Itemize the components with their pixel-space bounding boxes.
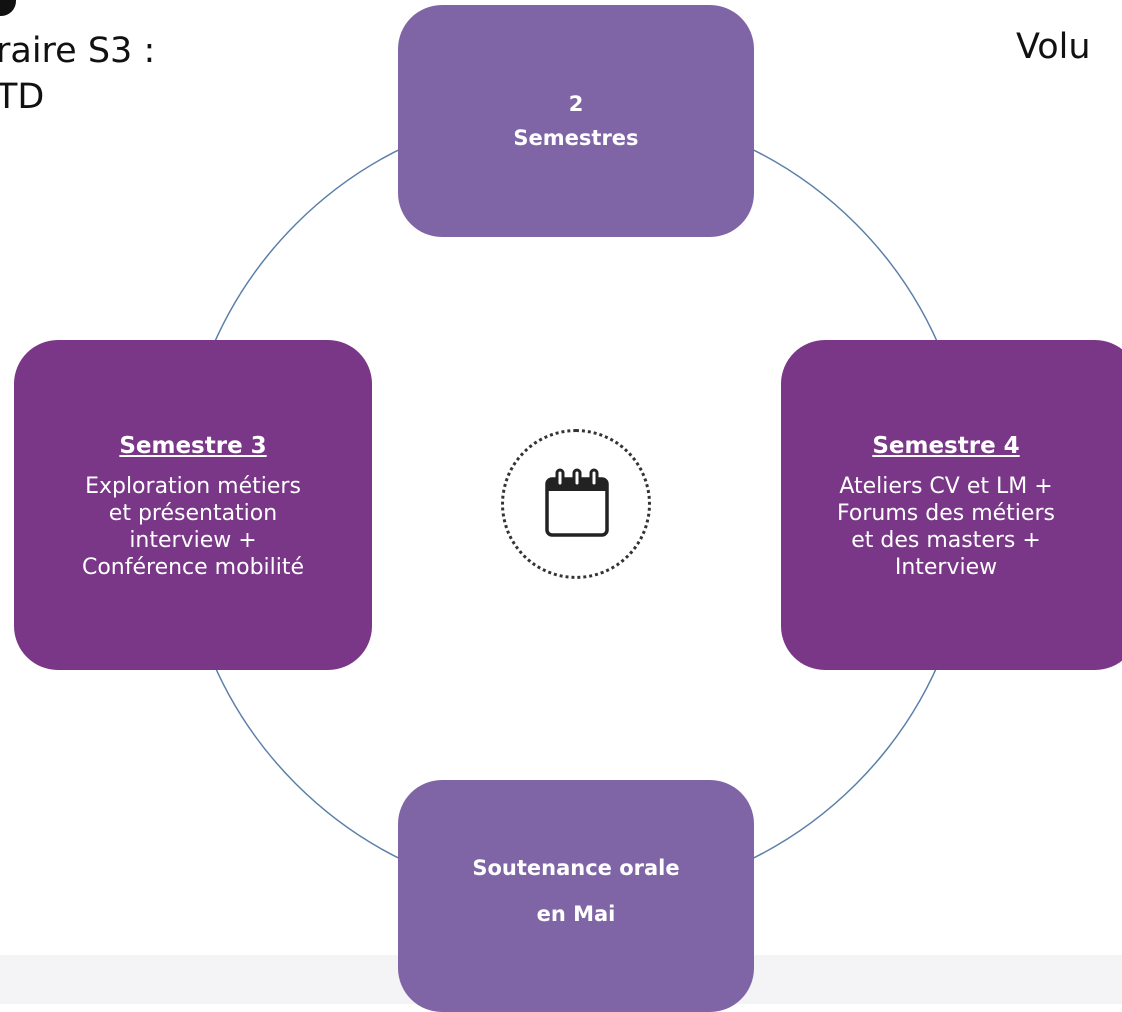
cycle-box-semestre-3-line-3: interview + — [129, 528, 257, 553]
cycle-box-semestre-4-line-2: Forums des métiers — [837, 501, 1055, 526]
cycle-box-semestre-3-line-4: Conférence mobilité — [81, 555, 305, 580]
cycle-box-semestre-4-heading: Semestre 4 — [872, 433, 1020, 459]
header-left-text: raire S3 : TD — [0, 28, 155, 120]
cycle-box-semestre-3: Semestre 3 Exploration métiers et présen… — [14, 340, 372, 670]
cycle-box-bottom-line-2: en Mai — [536, 902, 616, 926]
cycle-box-top-line-1: 2 — [568, 92, 584, 116]
cycle-box-semestre-4-line-4: Interview — [894, 555, 998, 580]
cycle-box-semestre-4: Semestre 4 Ateliers CV et LM + Forums de… — [781, 340, 1122, 670]
cycle-box-top-line-2: Semestres — [513, 126, 639, 150]
calendar-icon — [545, 468, 609, 537]
cycle-box-semestre-3-body: Exploration métiers et présentation inte… — [82, 473, 304, 581]
cycle-hub — [501, 429, 651, 579]
cycle-box-semestre-3-line-2: et présentation — [108, 501, 278, 526]
cycle-box-semestre-4-line-1: Ateliers CV et LM + — [839, 474, 1053, 499]
cycle-box-bottom-line-1: Soutenance orale — [472, 856, 680, 880]
header-left-line-1: raire S3 : — [0, 31, 156, 71]
cycle-box-top: 2 Semestres — [398, 5, 754, 237]
cycle-box-semestre-3-heading: Semestre 3 — [119, 433, 267, 459]
header-left-line-2: TD — [0, 77, 45, 117]
cycle-box-semestre-4-line-3: et des masters + — [851, 528, 1041, 553]
cycle-box-semestre-4-body: Ateliers CV et LM + Forums des métiers e… — [837, 473, 1055, 581]
cycle-box-bottom: Soutenance orale en Mai — [398, 780, 754, 1012]
cycle-box-semestre-3-line-1: Exploration métiers — [85, 474, 301, 499]
header-right-text: Volu — [1016, 27, 1091, 67]
